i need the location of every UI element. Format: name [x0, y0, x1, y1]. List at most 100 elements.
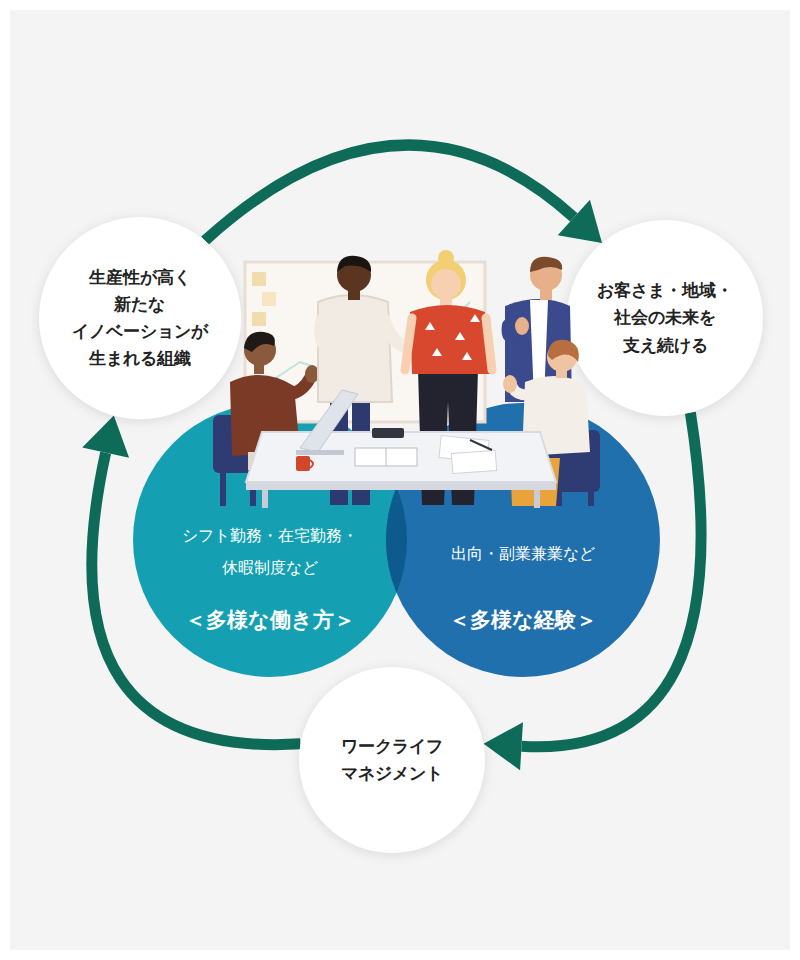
- circle-fill: [386, 403, 660, 677]
- table-items-part: [296, 456, 310, 471]
- standing-man-right: [505, 257, 572, 402]
- seated-man-left-part: [244, 334, 276, 366]
- table-items-part: [439, 436, 489, 463]
- whiteboard-part: [252, 312, 266, 326]
- practice-examples: 出向・副業兼業など: [451, 538, 595, 570]
- table-part: [534, 490, 540, 508]
- standing-man-right-part: [530, 257, 562, 272]
- standing-man-center-part: [318, 295, 392, 402]
- whiteboard-part: [252, 272, 266, 286]
- table-items-part: [300, 390, 358, 452]
- table-part: [246, 432, 556, 482]
- table-items-part: [470, 440, 492, 450]
- standing-man-right-part: [508, 325, 521, 336]
- cycle-arrow: [205, 145, 602, 243]
- goal-circle: 生産性が高く 新たな イノベーションが 生まれる組織: [39, 217, 241, 419]
- standing-man-right-part: [515, 317, 529, 335]
- standing-woman-part: [440, 294, 452, 308]
- arrow-head: [82, 416, 129, 458]
- circle-outline: [386, 403, 660, 677]
- seated-man-left-part: [250, 470, 256, 506]
- seated-woman-right-part: [510, 458, 560, 506]
- table-items-part: [386, 448, 387, 466]
- standing-man-center-part: [337, 258, 371, 292]
- standing-woman-part: [410, 305, 490, 374]
- seated-woman-right-part: [503, 375, 517, 393]
- practice-circle: シフト勤務・在宅勤務・ 休暇制度など ＜多様な働き方＞: [133, 403, 407, 677]
- seated-man-left-part: [213, 415, 263, 473]
- goal-text: ワークライフ マネジメント: [341, 733, 443, 787]
- standing-woman-part: [426, 260, 466, 300]
- table-part: [246, 482, 556, 490]
- arrow-head: [484, 722, 523, 770]
- standing-woman: [405, 250, 492, 505]
- table: [246, 432, 556, 508]
- standing-man-center-part: [384, 320, 410, 348]
- standing-woman-part: [438, 250, 454, 266]
- practice-heading: ＜多様な経験＞: [449, 606, 597, 635]
- standing-man-right-part: [530, 259, 562, 291]
- standing-man-right-part: [505, 299, 572, 402]
- seated-man-left-part: [288, 378, 310, 395]
- circle-outline: [299, 667, 485, 853]
- standing-woman-part: [418, 370, 478, 505]
- standing-woman-part: [431, 269, 461, 299]
- seated-woman-right-part: [556, 488, 562, 506]
- standing-man-center-part: [330, 395, 348, 505]
- seated-man-left: [213, 332, 319, 506]
- goal-text: 生産性が高く 新たな イノベーションが 生まれる組織: [72, 264, 208, 373]
- seated-man-left-part: [305, 365, 319, 383]
- standing-man-center-part: [352, 395, 370, 505]
- seated-woman-right-part: [556, 366, 567, 378]
- standing-woman-part: [486, 318, 492, 370]
- practice-circle: 出向・副業兼業など ＜多様な経験＞: [386, 403, 660, 677]
- seated-woman-right-part: [548, 340, 579, 362]
- whiteboard: [245, 262, 485, 422]
- seated-woman-right-part: [512, 386, 528, 395]
- whiteboard-part: [245, 262, 485, 422]
- seated-woman-right-part: [548, 430, 600, 492]
- arrow-head: [558, 200, 602, 243]
- table-items-part: [451, 450, 496, 473]
- practice-heading: ＜多様な働き方＞: [185, 606, 355, 635]
- arrow-shaft: [205, 145, 574, 240]
- circle-fill: [39, 217, 241, 419]
- goal-circle: お客さま・地域・ 社会の未来を 支え続ける: [567, 220, 763, 416]
- seated-man-left-part: [244, 332, 275, 352]
- standing-man-center-part: [337, 256, 371, 272]
- standing-man-center: [318, 256, 422, 505]
- goal-text: お客さま・地域・ 社会の未来を 支え続ける: [597, 277, 733, 359]
- seated-man-left-part: [220, 470, 226, 506]
- circle-fill: [567, 220, 763, 416]
- whiteboard-part: [262, 292, 276, 306]
- table-items-part: [355, 448, 417, 466]
- table-part: [262, 490, 268, 508]
- seated-man-left-part: [254, 360, 264, 374]
- seated-woman-right-part: [522, 376, 590, 456]
- whiteboard-part: [265, 302, 470, 385]
- standing-man-center-part: [406, 342, 422, 354]
- standing-man-right-part: [540, 286, 552, 300]
- standing-man-right-part: [530, 300, 548, 400]
- table-items-part: [310, 460, 313, 468]
- table-items-part: [372, 428, 404, 438]
- standing-man-center-part: [348, 286, 360, 300]
- circle-fill: [299, 667, 485, 853]
- practice-examples: シフト勤務・在宅勤務・ 休暇制度など: [182, 520, 358, 584]
- table-items: [296, 390, 497, 474]
- seated-woman-right: [503, 340, 600, 506]
- overlap-lens-part: [386, 403, 660, 677]
- seated-woman-right-part: [588, 488, 594, 506]
- goal-circle: ワークライフ マネジメント: [299, 667, 485, 853]
- circle-outline: [39, 217, 241, 419]
- seated-man-left-part: [248, 452, 308, 470]
- standing-woman-part: [405, 318, 412, 370]
- standing-woman-part: [425, 314, 480, 360]
- overlap-lens: [386, 403, 660, 677]
- standing-man-center-part: [321, 320, 338, 352]
- seated-man-left-part: [230, 375, 300, 456]
- circle-fill: [133, 403, 407, 677]
